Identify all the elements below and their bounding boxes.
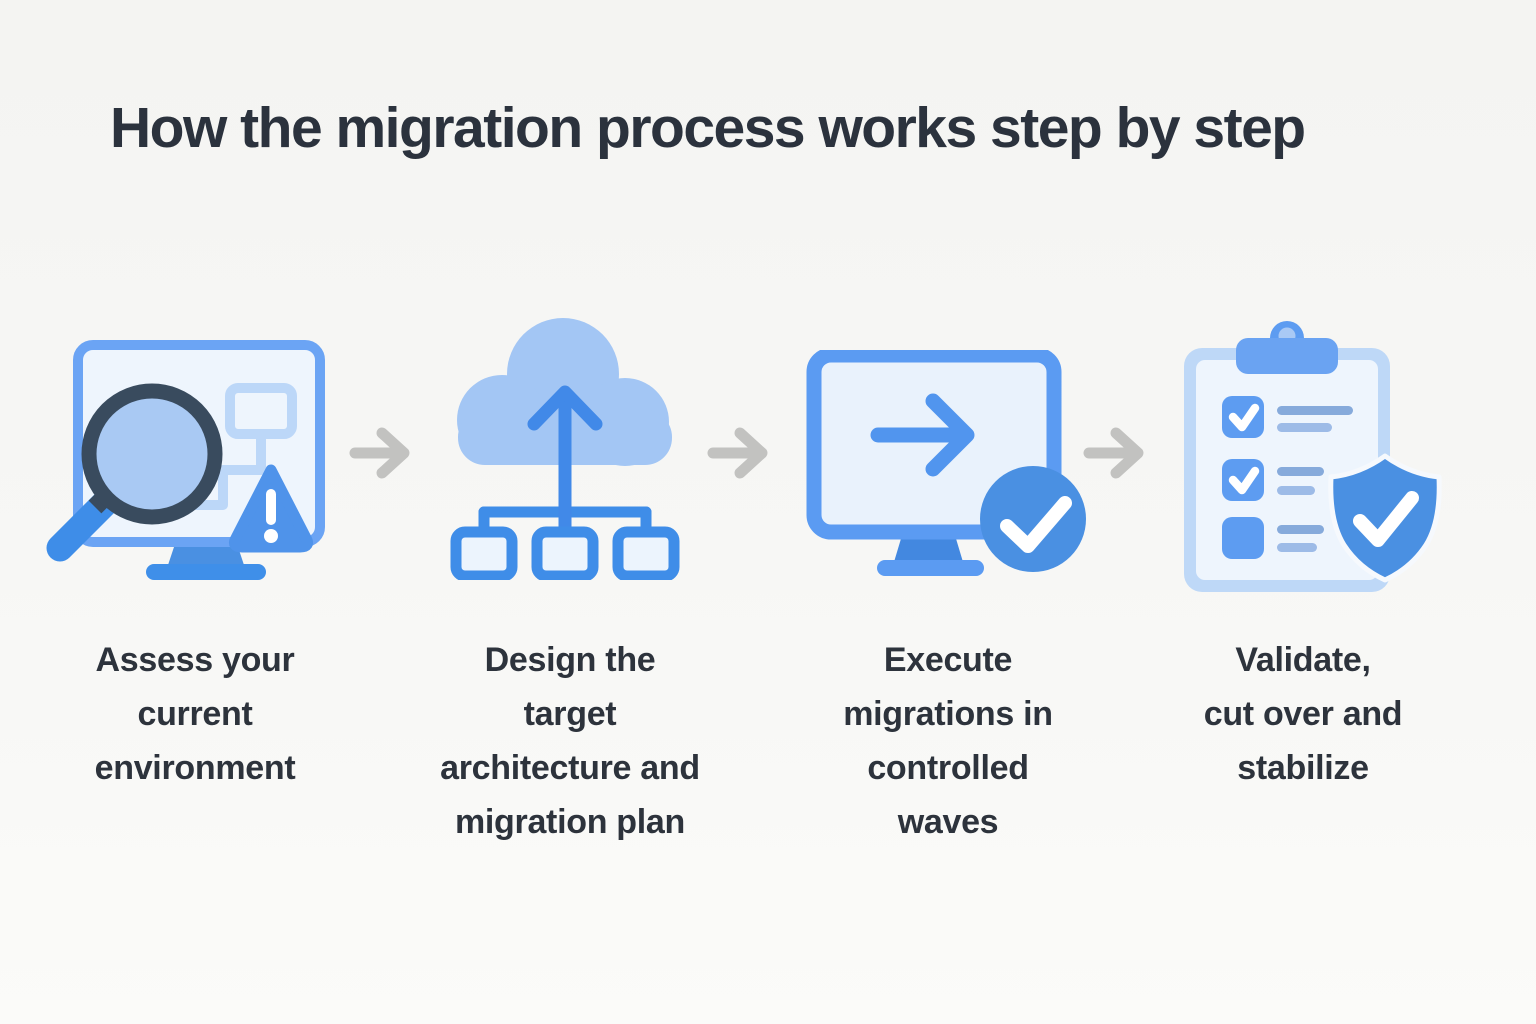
- upload-arrow-icon: [527, 385, 603, 539]
- right-arrow-icon: [707, 427, 768, 479]
- check-badge-icon: [980, 466, 1086, 572]
- right-arrow-icon: [1083, 427, 1144, 479]
- architecture-nodes: [450, 526, 680, 580]
- cloud-upload-architecture-icon: [450, 318, 680, 580]
- step-label: Validate, cut over and stabilize: [1203, 641, 1403, 787]
- page-title: How the migration process works step by …: [110, 96, 1306, 160]
- magnifier-icon: [46, 383, 223, 562]
- step-label: Design the target architecture and migra…: [440, 641, 700, 841]
- clipboard-clip: [1236, 321, 1338, 374]
- right-arrow-icon: [349, 427, 410, 479]
- shield-check-icon: [1328, 453, 1442, 583]
- checklist-items: [1222, 396, 1353, 559]
- step-execute-migrations: Execute migrations in controlled waves: [793, 336, 1103, 896]
- step-assess-environment: Assess your current environment: [40, 336, 350, 896]
- step-validate-stabilize: Validate, cut over and stabilize: [1148, 321, 1458, 896]
- step-label: Assess your current environment: [94, 641, 296, 787]
- monitor-stand: [146, 541, 266, 580]
- monitor-magnifier-warning-icon: [46, 340, 325, 580]
- cloud-shape: [457, 318, 672, 466]
- warning-icon: [229, 464, 313, 553]
- clipboard-checklist-shield-icon: [1184, 321, 1442, 592]
- step-design-architecture: Design the target architecture and migra…: [405, 318, 735, 896]
- migrate-arrow-icon: [870, 393, 975, 477]
- monitor-arrow-check-icon: [806, 350, 1086, 576]
- step-label: Execute migrations in controlled waves: [843, 641, 1053, 841]
